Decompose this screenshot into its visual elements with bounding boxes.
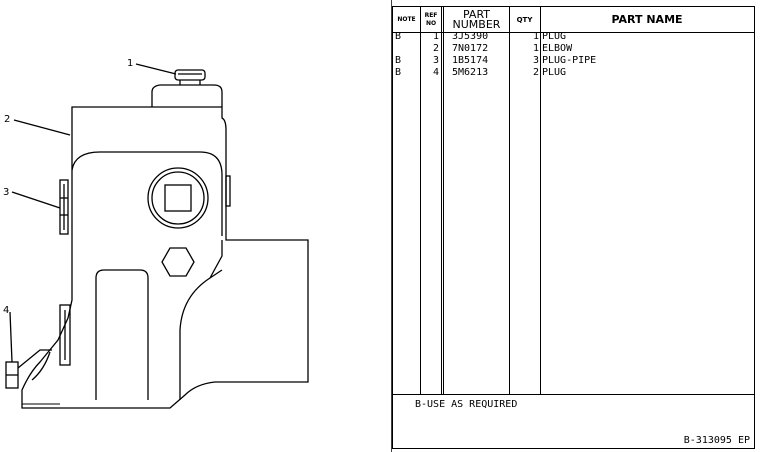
- part-number-cell: 1B5174: [452, 55, 489, 66]
- callout-3: 3: [3, 187, 9, 198]
- part-number-cell: 3J5390: [452, 31, 489, 42]
- note-cell: B: [395, 31, 402, 42]
- column-divider: [540, 7, 541, 394]
- header-note: NOTE: [397, 15, 416, 23]
- header-rule: [393, 32, 754, 33]
- column-divider: [509, 7, 510, 394]
- note-cell: B: [395, 55, 402, 66]
- valve-body-drawing: 1 2 3 4: [3, 0, 392, 452]
- footnote-rule: [393, 394, 754, 395]
- ref-cell: 3: [432, 55, 439, 66]
- part-number-cell: 5M6213: [452, 67, 489, 78]
- footnote: B-USE AS REQUIRED: [415, 399, 518, 410]
- column-divider: [420, 7, 421, 394]
- table-row: B 1 3J5390 1 PLUG: [393, 31, 754, 43]
- part-illustration: 1 2 3 4: [3, 0, 392, 452]
- header-part-name: PART NAME: [611, 12, 683, 26]
- note-cell: B: [395, 67, 402, 78]
- part-name-cell: PLUG: [542, 67, 567, 78]
- header-qty: QTY: [516, 15, 533, 24]
- part-name-cell: ELBOW: [542, 43, 573, 54]
- table-row: B 3 1B5174 3 PLUG-PIPE: [393, 55, 754, 67]
- ref-cell: 4: [432, 67, 439, 78]
- header-part-number: PART NUMBER: [452, 7, 501, 31]
- callout-4: 4: [3, 305, 9, 316]
- ref-cell: 2: [432, 43, 439, 54]
- part-name-cell: PLUG-PIPE: [542, 55, 597, 66]
- part-name-cell: PLUG: [542, 31, 567, 42]
- parts-table: NOTE REF NO PART NUMBER QTY PART NAME B …: [392, 6, 755, 449]
- column-divider: [443, 7, 444, 394]
- drawing-number: B-313095 EP: [683, 435, 750, 446]
- callout-2: 2: [4, 114, 10, 125]
- header-ref-no: REF NO: [424, 11, 438, 27]
- qty-cell: 2: [532, 67, 539, 78]
- qty-cell: 1: [532, 31, 539, 42]
- part-number-cell: 7N0172: [452, 43, 489, 54]
- table-row: B 4 5M6213 2 PLUG: [393, 67, 754, 79]
- callout-1: 1: [127, 58, 133, 69]
- ref-cell: 1: [432, 31, 439, 42]
- qty-cell: 3: [532, 55, 539, 66]
- table-row: 2 7N0172 1 ELBOW: [393, 43, 754, 55]
- column-divider: [441, 7, 442, 394]
- qty-cell: 1: [532, 43, 539, 54]
